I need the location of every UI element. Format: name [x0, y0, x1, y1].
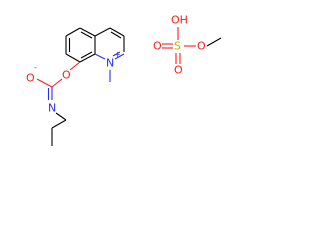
bond-c1-c2	[51, 119, 67, 129]
quinolinium-cation: N + O O - N	[26, 27, 125, 146]
chemical-structure-canvas: N + O O - N OH S O O	[26, 14, 222, 146]
bond-c4a-c5-double	[80, 31, 93, 39]
bond-c7-c8	[65, 53, 81, 63]
methyl-sulfate-anion: OH S O O O	[153, 14, 222, 77]
benzene-ring	[65, 27, 96, 63]
methoxy-oxygen: O	[197, 40, 206, 53]
bond-c4-c3	[109, 27, 125, 37]
carbonyl-oxygen-charge: -	[34, 63, 37, 72]
bond-c8-c8a	[79, 53, 96, 63]
sulfonyl-oxygen-bottom: O	[174, 64, 183, 77]
bond-c4-c3-double	[110, 31, 122, 39]
ester-oxygen: O	[62, 69, 71, 82]
carbonyl-oxygen: O	[26, 72, 35, 85]
quinolinium-nitrogen: N	[106, 57, 114, 70]
propyl-chain	[51, 112, 67, 146]
amide-nitrogen: N	[48, 102, 56, 115]
bond-c8-c8a-double	[80, 51, 93, 59]
pyridinium-ring	[94, 27, 125, 60]
bond-n1-c8a	[94, 53, 106, 60]
bond-c8-o-ester	[69, 61, 81, 71]
sulfonyl-oxygen-left: O	[153, 40, 162, 53]
quinolinium-charge: +	[114, 50, 121, 59]
bond-c-o-carbonyl	[36, 78, 53, 88]
bond-o-methyl	[206, 37, 222, 47]
bond-c4a-c5	[79, 27, 96, 37]
hydroxyl-oxygen: OH	[171, 14, 188, 27]
sulfur-atom: S	[174, 40, 181, 53]
bond-c4a-c4	[94, 27, 111, 37]
bond-n-c1	[55, 112, 67, 121]
bond-c5-c6	[65, 27, 81, 37]
bond-c2-n1	[114, 53, 125, 60]
bond-c2-n1-double	[112, 51, 121, 57]
bond-o-carbamate-c	[51, 78, 63, 88]
